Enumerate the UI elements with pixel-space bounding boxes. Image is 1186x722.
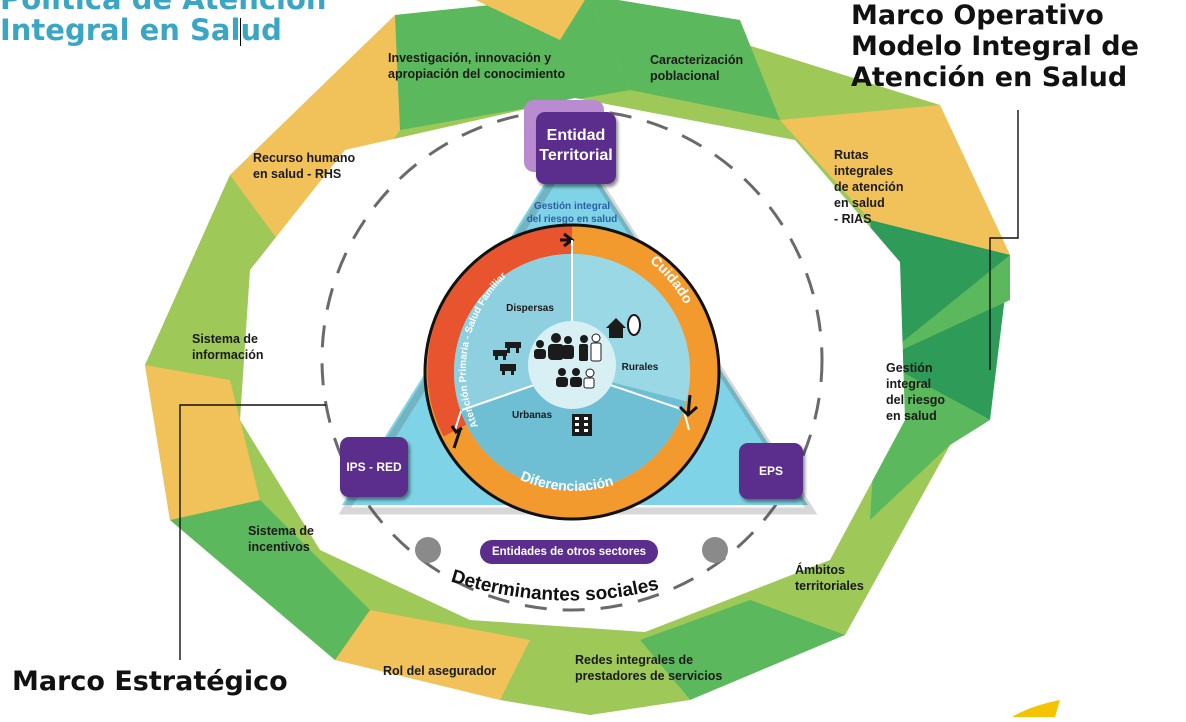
family-icon <box>534 333 602 362</box>
label-line: Rol del asegurador <box>383 664 497 678</box>
label-incentivos: Sistema de incentivos <box>248 523 314 555</box>
label-informacion: Sistema de información <box>192 331 264 363</box>
label-line: poblacional <box>650 69 720 83</box>
label-rias: Rutas integrales de atención en salud - … <box>834 147 903 227</box>
label-line: en salud <box>834 196 885 210</box>
label-investigacion: Investigación, innovación y apropiación … <box>388 50 565 82</box>
label-line: incentivos <box>248 540 310 554</box>
label-line: Rutas <box>834 148 869 162</box>
right-dot <box>702 537 728 563</box>
label-line: Investigación, innovación y <box>388 51 552 65</box>
label-line: territoriales <box>795 579 864 593</box>
entidad-line-1: Entidad <box>546 127 606 144</box>
label-line: Caracterización <box>650 53 744 67</box>
zone-rurales: Rurales <box>622 362 659 373</box>
label-line: - RIAS <box>834 212 872 226</box>
label-rol-asegurador: Rol del asegurador <box>383 663 496 679</box>
politica-title-line-1: Política de Atención <box>0 0 327 15</box>
label-caracterizacion: Caracterización poblacional <box>650 52 743 84</box>
label-line: integral <box>886 377 932 391</box>
label-rhs: Recurso humano en salud - RHS <box>253 150 355 182</box>
label-gestion-integral: Gestión integral del riesgo en salud <box>886 360 945 424</box>
label-line: Ámbitos <box>795 563 845 577</box>
rural-house-icon <box>606 314 641 338</box>
operativo-title-line-3: Atención en Salud <box>851 62 1128 93</box>
swoosh-decoration <box>1012 700 1060 717</box>
gestion-integral-label-1: Gestión integral <box>534 201 610 212</box>
label-line: en salud <box>886 409 937 423</box>
operativo-title-line-2: Modelo Integral de <box>851 31 1139 62</box>
politica-title: Política de Atención Integral en Salud <box>0 0 327 46</box>
left-dot <box>415 537 441 563</box>
cycle-arrow-icon <box>450 394 698 449</box>
community-icon <box>556 368 595 389</box>
bracket-lines <box>179 110 1019 660</box>
label-line: prestadores de servicios <box>575 669 723 683</box>
label-ambitos: Ámbitos territoriales <box>795 562 864 594</box>
entidad-line-2: Territorial <box>539 147 613 164</box>
label-line: del riesgo <box>886 393 946 407</box>
entidades-otros-sectores-pill: Entidades de otros sectores <box>480 540 658 564</box>
text-cursor <box>240 18 241 46</box>
operativo-title-line-1: Marco Operativo <box>851 0 1104 31</box>
label-line: de atención <box>834 180 904 194</box>
label-redes: Redes integrales de prestadores de servi… <box>575 652 722 684</box>
gestion-integral-label-2: del riesgo en salud <box>527 214 618 225</box>
marco-estrategico-title: Marco Estratégico <box>12 666 288 697</box>
houses-icon <box>493 342 521 375</box>
label-line: Gestión <box>886 361 933 375</box>
entidad-territorial-box: Entidad Territorial <box>536 112 616 184</box>
dashed-circle <box>320 108 824 612</box>
label-line: Recurso humano <box>253 151 356 165</box>
label-line: integrales <box>834 164 894 178</box>
marco-operativo-title: Marco Operativo Modelo Integral de Atenc… <box>851 0 1139 93</box>
eps-box: EPS <box>739 443 803 499</box>
label-line: información <box>192 348 264 362</box>
label-line: Sistema de <box>192 332 259 346</box>
zone-dispersas: Dispersas <box>506 303 554 314</box>
politica-title-line-2: Integral en Salud <box>0 13 282 47</box>
label-line: Redes integrales de <box>575 653 694 667</box>
label-line: en salud - RHS <box>253 167 342 181</box>
label-line: Sistema de <box>248 524 315 538</box>
ring-segment-atencion <box>427 225 573 437</box>
building-icon <box>572 414 592 436</box>
label-line: apropiación del conocimiento <box>388 67 566 81</box>
ips-red-box: IPS - RED <box>340 437 408 497</box>
zone-urbanas: Urbanas <box>512 410 552 421</box>
